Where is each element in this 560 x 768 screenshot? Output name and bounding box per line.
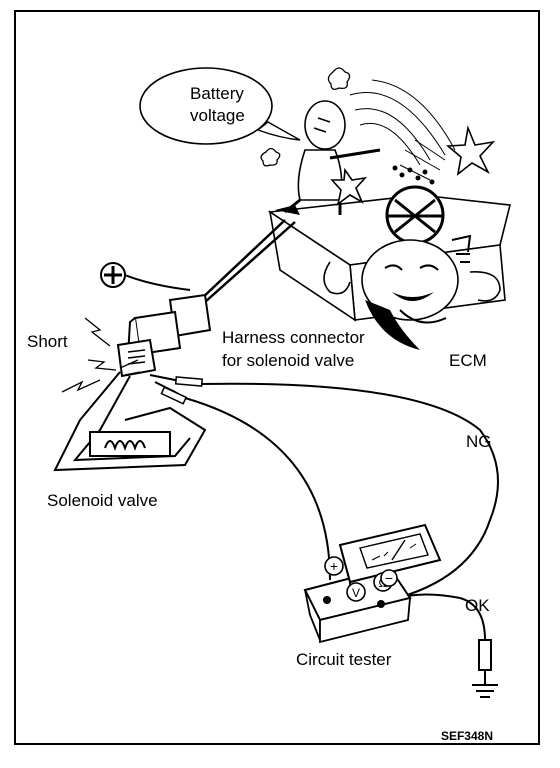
figure-code: SEF348N xyxy=(441,729,493,743)
short-spark-icon xyxy=(61,317,141,393)
svg-text:+: + xyxy=(330,558,338,574)
harness-connector-label-2: for solenoid valve xyxy=(222,351,354,370)
probe-tips xyxy=(160,376,204,405)
tester-minus-terminal: − xyxy=(380,569,398,587)
svg-text:V: V xyxy=(352,586,360,600)
speech-bubble: Battery voltage xyxy=(139,67,301,145)
dust-cloud-icon xyxy=(260,67,351,167)
tester-leads xyxy=(149,374,499,601)
ecm-character-face xyxy=(323,185,501,350)
figure-frame xyxy=(14,10,540,745)
circuit-tester xyxy=(303,523,442,644)
plus-wire xyxy=(124,274,191,291)
ground-icon xyxy=(472,684,498,698)
battery-voltage-label-1: Battery xyxy=(190,84,244,103)
impact-lines xyxy=(349,79,456,181)
circuit-tester-label: Circuit tester xyxy=(296,650,392,669)
battery-plus-icon xyxy=(100,262,126,288)
solenoid-valve xyxy=(53,371,207,472)
svg-text:−: − xyxy=(385,570,393,586)
technician-character xyxy=(275,100,381,215)
tester-jacks xyxy=(323,596,385,608)
spark-icon xyxy=(392,165,435,185)
ok-label: OK xyxy=(465,596,490,615)
solenoid-valve-label: Solenoid valve xyxy=(47,491,158,510)
star-icon xyxy=(330,125,496,206)
harness-connector xyxy=(116,293,212,378)
harness-connector-label-1: Harness connector xyxy=(222,328,365,347)
battery-voltage-label-2: voltage xyxy=(190,106,245,125)
ng-label: NG xyxy=(466,432,492,451)
short-label: Short xyxy=(27,332,68,351)
tester-v-terminal: V xyxy=(346,582,366,602)
battery-wire xyxy=(199,219,296,303)
ok-lead xyxy=(459,597,492,685)
ecm-label: ECM xyxy=(449,351,487,370)
tester-plus-terminal: + xyxy=(324,556,344,576)
